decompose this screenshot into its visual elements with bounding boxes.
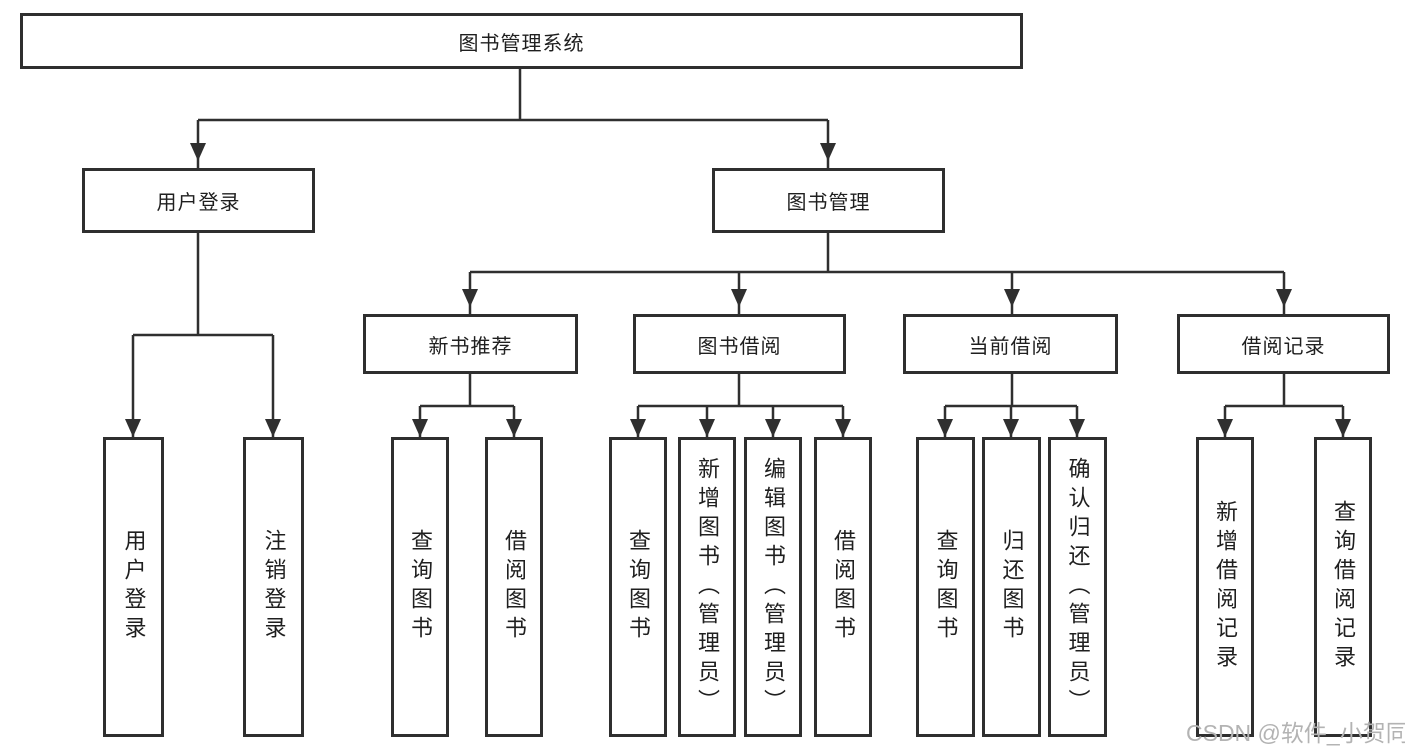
leaf-borrow-books-newbook: 借阅图书	[485, 437, 543, 737]
arrow-down-icon	[412, 419, 428, 437]
connector-new-book-to-leaves	[412, 374, 522, 437]
leaf-return-books: 归还图书	[982, 437, 1041, 737]
arrow-down-icon	[265, 419, 281, 437]
arrow-down-icon	[1069, 419, 1085, 437]
node-book-borrowing: 图书借阅	[633, 314, 846, 374]
arrow-down-icon	[125, 419, 141, 437]
arrow-down-icon	[835, 419, 851, 437]
leaf-query-books-current: 查询图书	[916, 437, 975, 737]
arrow-down-icon	[1004, 289, 1020, 307]
connector-root-to-branches	[190, 69, 836, 168]
node-borrowing-records: 借阅记录	[1177, 314, 1390, 374]
arrow-down-icon	[190, 143, 206, 161]
connector-book-borrowing-to-leaves	[630, 374, 851, 437]
node-library-management-system: 图书管理系统	[20, 13, 1023, 69]
connector-borrowing-records-to-leaves	[1217, 374, 1351, 437]
arrow-down-icon	[699, 419, 715, 437]
arrow-down-icon	[1217, 419, 1233, 437]
arrow-down-icon	[462, 289, 478, 307]
leaf-query-books-newbook: 查询图书	[391, 437, 449, 737]
leaf-add-borrow-record: 新增借阅记录	[1196, 437, 1254, 737]
leaf-confirm-return-admin: 确认归还（管理员）	[1048, 437, 1107, 737]
arrow-down-icon	[937, 419, 953, 437]
leaf-user-login: 用户登录	[103, 437, 164, 737]
arrow-down-icon	[1335, 419, 1351, 437]
arrow-down-icon	[765, 419, 781, 437]
leaf-logout: 注销登录	[243, 437, 304, 737]
arrow-down-icon	[630, 419, 646, 437]
arrow-down-icon	[820, 143, 836, 161]
leaf-borrow-books-borrowing: 借阅图书	[814, 437, 872, 737]
connector-book-management-to-sections	[462, 233, 1292, 314]
arrow-down-icon	[1003, 419, 1019, 437]
node-current-borrowing: 当前借阅	[903, 314, 1118, 374]
connector-user-login-to-leaves	[125, 233, 281, 437]
connector-current-borrowing-to-leaves	[937, 374, 1085, 437]
arrow-down-icon	[506, 419, 522, 437]
leaf-query-books-borrowing: 查询图书	[609, 437, 667, 737]
arrow-down-icon	[731, 289, 747, 307]
leaf-edit-books-admin: 编辑图书（管理员）	[744, 437, 802, 737]
watermark: CSDN @软件_小贺同学	[1186, 720, 1405, 746]
leaf-add-books-admin: 新增图书（管理员）	[678, 437, 736, 737]
arrow-down-icon	[1276, 289, 1292, 307]
node-user-login: 用户登录	[82, 168, 315, 233]
node-book-management: 图书管理	[712, 168, 945, 233]
leaf-query-borrow-record: 查询借阅记录	[1314, 437, 1372, 737]
node-new-book-recommendation: 新书推荐	[363, 314, 578, 374]
